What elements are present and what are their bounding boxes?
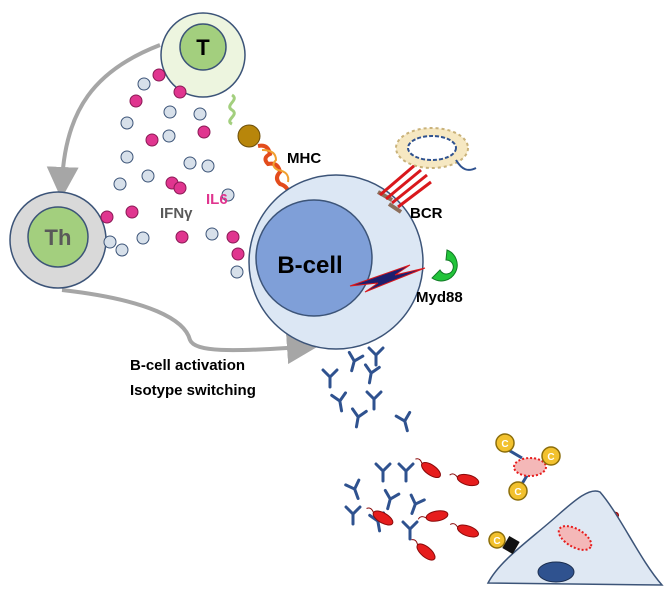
- antibody-icon: [330, 391, 348, 413]
- cytokine-particle: [230, 265, 244, 279]
- antibody-icon: [365, 390, 383, 411]
- arrow-th-to-bcell: [61, 288, 319, 365]
- cytokine-particle: [221, 188, 235, 202]
- antibody-icon: [367, 346, 385, 367]
- antibody-icon: [394, 410, 412, 433]
- t-cell: T: [160, 12, 246, 98]
- myd88-label: Myd88: [416, 289, 463, 306]
- myd88-receptor-icon: [431, 249, 458, 282]
- pathogen-icon: [366, 507, 394, 526]
- complement-label: C: [493, 536, 500, 547]
- cytokine-particle: [103, 235, 117, 249]
- b-cell-label: B-cell: [277, 252, 342, 279]
- cytokine-particle: [163, 105, 177, 119]
- tcr-mhc-complex: [228, 93, 293, 202]
- th-cell-label: Th: [45, 225, 72, 250]
- cytokine-particle: [152, 68, 166, 82]
- cytokine-particle: [113, 177, 127, 191]
- mhc-label: MHC: [287, 150, 321, 167]
- cytokine-particle: [162, 129, 176, 143]
- cytokine-particle: [193, 107, 207, 121]
- cytokine-particle: [125, 205, 139, 219]
- cytokine-particle: [173, 85, 187, 99]
- complement-label: C: [501, 439, 508, 450]
- cytokine-particle: [226, 230, 240, 244]
- antibody-cloud: [321, 346, 426, 541]
- arrow-t-to-th: [46, 43, 161, 199]
- pathogen-icon: [411, 539, 436, 561]
- antibody-icon: [401, 520, 419, 541]
- t-cell-label: T: [196, 35, 210, 60]
- cytokine-particle: [115, 243, 129, 257]
- cytokine-particle: [201, 159, 215, 173]
- cytokine-particle: [100, 210, 114, 224]
- antibody-icon: [347, 350, 365, 373]
- cytokine-particle: [183, 156, 197, 170]
- bcr-label: BCR: [410, 205, 443, 222]
- cytokine-particle: [129, 94, 143, 108]
- activation-label: B-cell activation: [130, 357, 245, 374]
- antibody-icon: [350, 407, 368, 429]
- cytokine-particle: [120, 150, 134, 164]
- antigen-particle: [395, 127, 477, 171]
- ifng-label: IFNγ: [160, 205, 193, 222]
- antibody-icon: [383, 488, 401, 511]
- cytokine-particle: [205, 227, 219, 241]
- cytokine-particle: [175, 230, 189, 244]
- cytokine-particle: [137, 77, 151, 91]
- antibody-icon: [344, 478, 361, 500]
- pathogen-icon: [449, 473, 480, 487]
- signaling-bolt-icon: [349, 264, 426, 293]
- pathogen-icon: [417, 510, 449, 522]
- complement-label: C: [547, 452, 554, 463]
- pathogen-icon: [449, 523, 479, 538]
- cytokine-particle: [120, 116, 134, 130]
- cytokine-particle: [145, 133, 159, 147]
- pathogen-icon: [415, 458, 441, 479]
- antibody-icon: [363, 363, 381, 385]
- th-cell: Th: [9, 191, 107, 289]
- b-cell: B-cell: [248, 174, 424, 350]
- complement-cluster: C C C: [495, 433, 561, 501]
- bcr-receptor: [377, 163, 432, 214]
- il6-label: IL6: [206, 191, 228, 208]
- antibody-icon: [409, 493, 426, 515]
- switching-label: Isotype switching: [130, 382, 256, 399]
- cytokine-particle: [141, 169, 155, 183]
- antibody-icon: [374, 462, 392, 483]
- antibody-icon: [397, 462, 415, 483]
- cytokine-particle: [197, 125, 211, 139]
- antibody-icon: [321, 368, 339, 389]
- cytokine-particle: [173, 181, 187, 195]
- target-cell: C: [486, 490, 664, 586]
- cytokine-particle: [136, 231, 150, 245]
- antibody-icon: [344, 505, 362, 526]
- cytokine-particles: [100, 68, 245, 279]
- complement-label: C: [514, 487, 521, 498]
- cytokine-particle: [231, 247, 245, 261]
